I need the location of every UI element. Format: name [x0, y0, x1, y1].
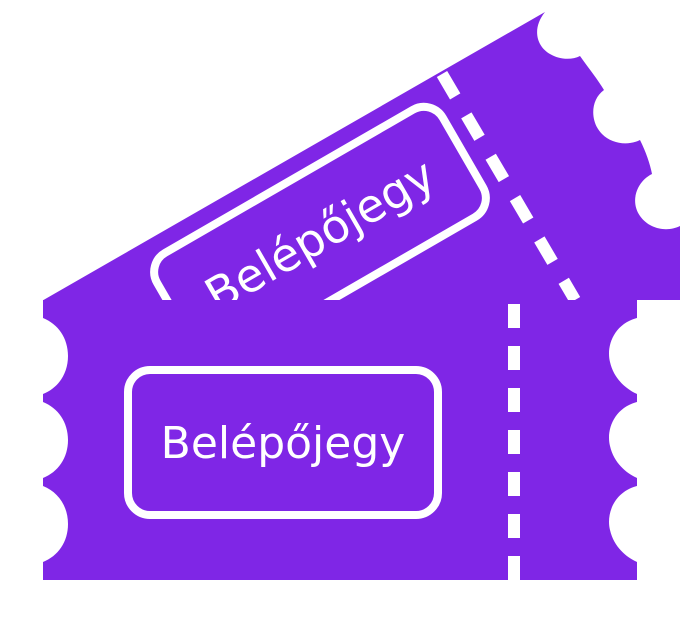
back-ticket-label-frame [150, 102, 490, 300]
front-ticket-label: Belépőjegy [161, 418, 406, 469]
front-ticket: Belépőjegy [43, 300, 637, 580]
back-ticket-body [43, 12, 680, 300]
front-ticket-label-frame [124, 366, 442, 519]
